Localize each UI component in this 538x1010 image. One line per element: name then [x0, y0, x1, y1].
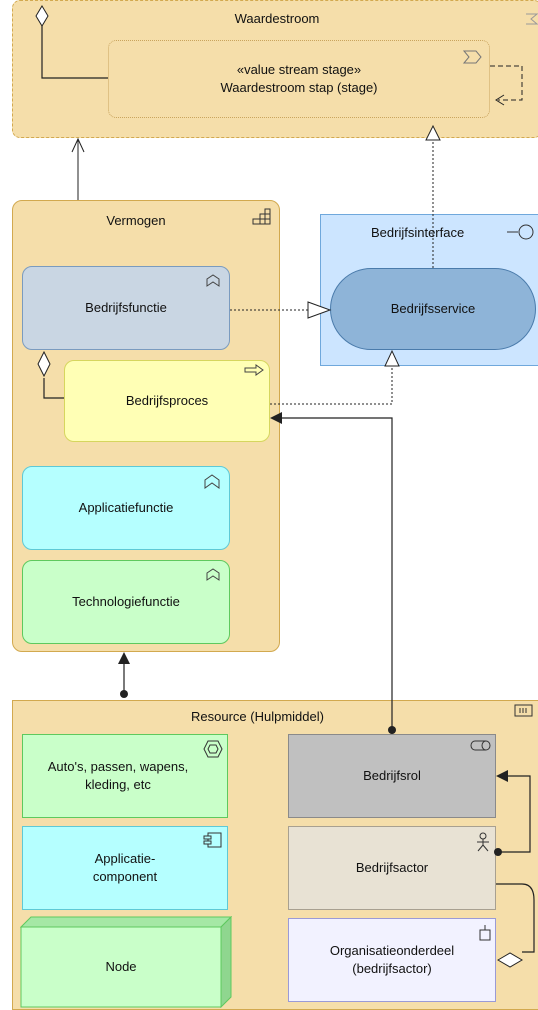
business-role[interactable]: Bedrijfsrol [288, 734, 496, 818]
value-stream-icon [463, 50, 482, 64]
function-icon [206, 274, 220, 287]
value-stream-stage[interactable]: «value stream stage» Waardestroom stap (… [108, 40, 490, 118]
node-label-wrap: Node [21, 927, 221, 1007]
business-actor-label: Bedrijfsactor [355, 860, 429, 875]
assignment-arrowhead [118, 652, 130, 664]
capability-icon [252, 208, 271, 225]
component-icon [203, 832, 222, 848]
technology-function-label: Technologiefunctie [72, 594, 180, 609]
equipment[interactable]: Auto's, passen, wapens, kleding, etc [22, 734, 228, 818]
serving-arrowhead [71, 137, 85, 153]
stage-stereotype: «value stream stage» [236, 62, 362, 77]
business-interface-title: Bedrijfsinterface [371, 225, 465, 240]
org-unit-icon [479, 925, 491, 941]
business-process-label: Bedrijfsproces [125, 393, 209, 408]
equipment-icon [203, 740, 223, 758]
application-function[interactable]: Applicatiefunctie [22, 466, 230, 550]
business-function-label: Bedrijfsfunctie [85, 300, 167, 315]
resource-title: Resource (Hulpmiddel) [191, 709, 324, 724]
resource-icon [514, 704, 533, 717]
application-function-label: Applicatiefunctie [78, 500, 174, 515]
business-actor[interactable]: Bedrijfsactor [288, 826, 496, 910]
realization-line [270, 366, 393, 405]
assignment-dot [120, 690, 128, 698]
business-service-label: Bedrijfsservice [390, 301, 476, 316]
function-icon [204, 474, 220, 489]
stage-name: Waardestroom stap (stage) [220, 80, 378, 95]
role-icon [470, 740, 491, 751]
business-function[interactable]: Bedrijfsfunctie [22, 266, 230, 350]
application-component[interactable]: Applicatie-component [22, 826, 228, 910]
equipment-label: Auto's, passen, wapens, kleding, etc [47, 759, 189, 792]
sigma-icon [526, 13, 538, 25]
technology-function[interactable]: Technologiefunctie [22, 560, 230, 644]
org-unit-label: Organisatieonderdeel (bedrijfsactor) [329, 943, 455, 976]
business-process[interactable]: Bedrijfsproces [64, 360, 270, 442]
org-unit[interactable]: Organisatieonderdeel (bedrijfsactor) [288, 918, 496, 1002]
interface-icon [507, 224, 534, 240]
process-arrow-icon [244, 364, 264, 376]
assignment-line [282, 417, 393, 734]
value-stream-title: Waardestroom [234, 11, 320, 26]
function-icon [206, 568, 220, 581]
capability-title: Vermogen [106, 213, 166, 228]
actor-icon [477, 832, 489, 852]
application-component-label: Applicatie-component [92, 851, 158, 884]
business-service[interactable]: Bedrijfsservice [330, 268, 536, 350]
node-label: Node [105, 959, 137, 974]
business-role-label: Bedrijfsrol [363, 768, 421, 783]
